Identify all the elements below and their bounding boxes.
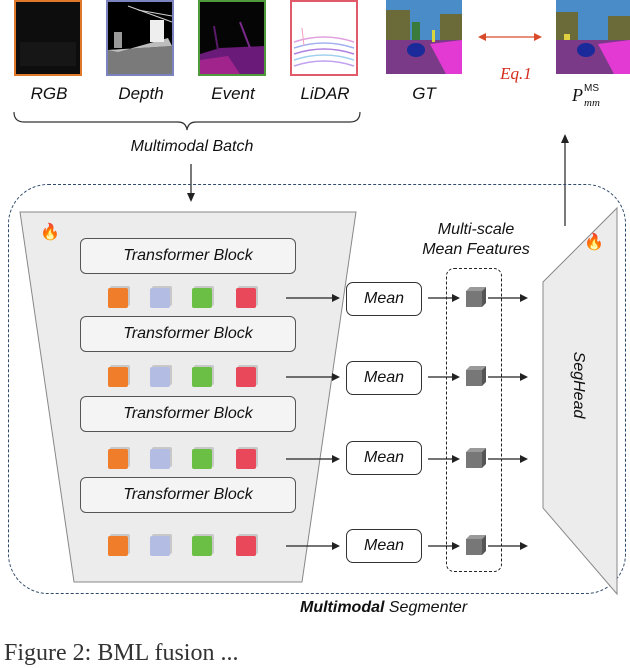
event-label: Event <box>211 84 255 103</box>
mean-feature-cube-1 <box>466 287 486 307</box>
lidar-label: LiDAR <box>300 84 350 103</box>
multiscale-title-line-2: Mean Features <box>422 241 530 258</box>
mean-features-column <box>446 268 502 572</box>
arrow-tokens-to-mean-3 <box>286 455 340 463</box>
eq-label: Eq.1 <box>500 64 532 83</box>
flow-arrows <box>286 287 528 555</box>
token-rgb-row-1 <box>108 288 128 308</box>
multiscale-title-line-1: Multi-scale <box>437 221 515 238</box>
seghead-label: SegHead <box>570 351 587 419</box>
token-event-row-3 <box>192 449 212 469</box>
token-rgb-row-4 <box>108 536 128 556</box>
arrow-tokens-to-mean-4 <box>286 542 340 550</box>
event-thumbnail <box>198 0 266 76</box>
transformer-block-2: Transformer Block <box>80 316 296 352</box>
event-thumbnail-image <box>200 2 264 74</box>
token-rgb-row-3 <box>108 449 128 469</box>
token-event-row-4 <box>192 536 212 556</box>
token-lidar-row-2 <box>236 367 256 387</box>
mean-feature-cube-4 <box>466 535 486 555</box>
arrow-mean-to-feature-1 <box>428 294 460 302</box>
token-depth-row-4 <box>150 536 170 556</box>
fire-icon: 🔥 <box>40 224 60 241</box>
token-event-row-1 <box>192 288 212 308</box>
depth-label: Depth <box>118 84 164 103</box>
multiscale-title: Multi-scale Mean Features <box>406 220 546 260</box>
prediction-label-main: P <box>572 85 583 105</box>
transformer-block-3: Transformer Block <box>80 396 296 432</box>
token-lidar-row-4 <box>236 536 256 556</box>
token-depth-row-3 <box>150 449 170 469</box>
token-lidar-row-3 <box>236 449 256 469</box>
prediction-thumbnail-image <box>556 0 630 74</box>
prediction-thumbnail <box>556 0 630 74</box>
seghead-fire-icon: 🔥 <box>584 234 604 251</box>
mean-box-4: Mean <box>346 529 422 563</box>
token-event-row-2 <box>192 367 212 387</box>
gt-label: GT <box>412 84 436 103</box>
rgb-thumbnail-image <box>16 2 80 74</box>
multimodal-batch-label: Multimodal Batch <box>130 138 254 155</box>
figure-caption: Figure 2: BML fusion ... <box>4 640 239 666</box>
input-down-arrow-icon <box>187 164 195 202</box>
mean-box-3: Mean <box>346 441 422 475</box>
arrow-feature-to-seghead-2 <box>488 373 528 381</box>
arrow-tokens-to-mean-1 <box>286 294 340 302</box>
segmenter-label: Multimodal Segmenter <box>300 599 467 617</box>
token-depth-row-1 <box>150 288 170 308</box>
segmenter-label-rest: Segmenter <box>384 599 468 616</box>
lidar-thumbnail <box>290 0 358 76</box>
gt-thumbnail-image <box>386 0 462 74</box>
transformer-block-4: Transformer Block <box>80 477 296 513</box>
mean-box-2: Mean <box>346 361 422 395</box>
arrow-feature-to-seghead-1 <box>488 294 528 302</box>
arrow-mean-to-feature-2 <box>428 373 460 381</box>
arrow-feature-to-seghead-3 <box>488 455 528 463</box>
seghead-trapezoid <box>542 206 618 596</box>
eq-double-arrow-icon <box>478 33 542 41</box>
prediction-label-sup: MS <box>584 83 599 94</box>
arrow-mean-to-feature-3 <box>428 455 460 463</box>
transformer-block-1: Transformer Block <box>80 238 296 274</box>
arrow-tokens-to-mean-2 <box>286 373 340 381</box>
segmenter-label-bold: Multimodal <box>300 599 385 616</box>
lidar-thumbnail-image <box>292 2 356 74</box>
token-depth-row-2 <box>150 367 170 387</box>
rgb-label: RGB <box>30 84 68 103</box>
depth-thumbnail <box>106 0 174 76</box>
segmenter-container <box>8 184 626 594</box>
mean-box-1: Mean <box>346 282 422 316</box>
gt-thumbnail <box>386 0 462 74</box>
mean-feature-cube-3 <box>466 448 486 468</box>
token-lidar-row-1 <box>236 288 256 308</box>
arrow-feature-to-seghead-4 <box>488 542 528 550</box>
batch-brace-icon <box>13 111 361 131</box>
rgb-thumbnail <box>14 0 82 76</box>
mean-feature-cube-2 <box>466 366 486 386</box>
depth-thumbnail-image <box>108 2 173 74</box>
token-rgb-row-2 <box>108 367 128 387</box>
arrow-mean-to-feature-4 <box>428 542 460 550</box>
prediction-label-sub: mm <box>584 97 600 109</box>
